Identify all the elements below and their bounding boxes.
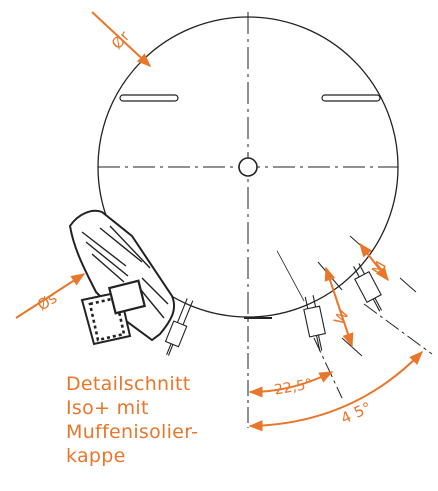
dim-w-label: W [330,306,353,327]
caption: Detailschnitt Iso+ mit Muffenisolier- ka… [66,372,266,468]
caption-line-2: Iso+ mit [66,397,149,419]
detail-section [68,209,176,346]
caption-line-4: kappe [66,445,126,467]
angle-small-label: 22,5° [273,376,313,398]
pipe-circle [97,12,399,325]
dimension-w: W [317,261,363,357]
diameter-dimension: Øs [15,273,86,319]
radius-dimension: Ør [91,11,152,67]
caption-line-1: Detailschnitt [66,373,191,395]
angle-large-label: 4 5° [338,398,374,427]
dim-m-label: M [368,258,390,278]
caption-line-3: Muffenisolier- [66,421,199,443]
stubs [164,250,383,356]
